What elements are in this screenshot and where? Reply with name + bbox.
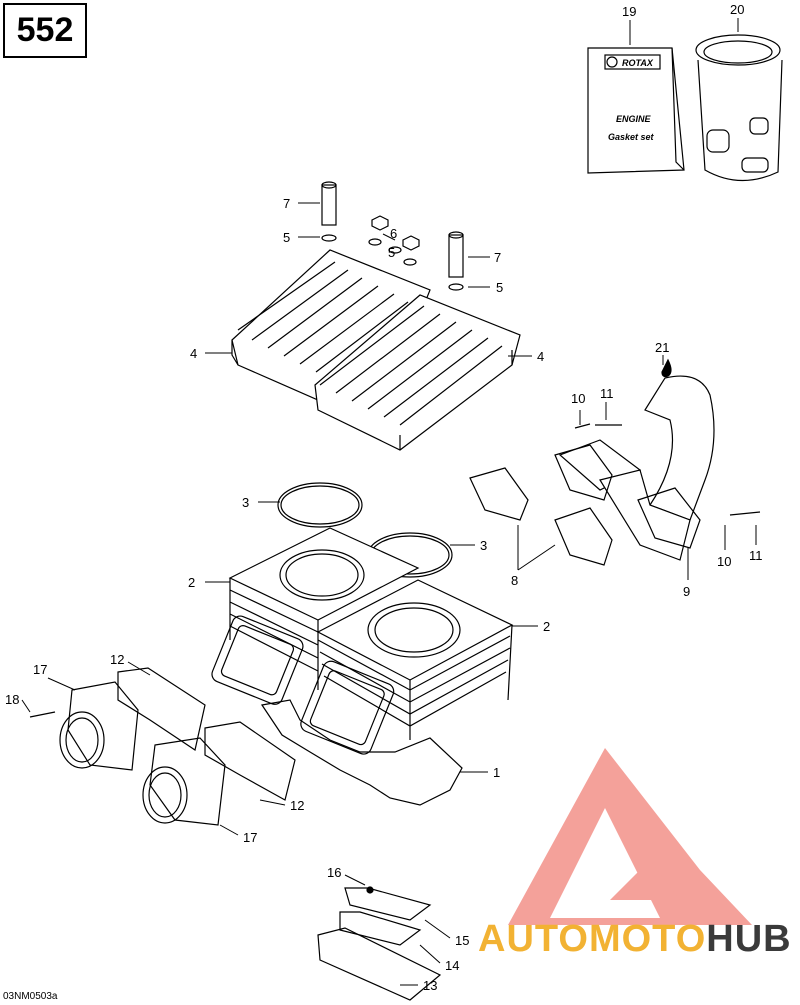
callout-10: 10 bbox=[571, 391, 585, 406]
callout-18: 18 bbox=[5, 692, 19, 707]
reed-valve-upper bbox=[117, 667, 206, 751]
cylinder-base-gasket bbox=[260, 699, 463, 806]
callout-12: 12 bbox=[110, 652, 124, 667]
bolt bbox=[574, 423, 622, 429]
callout-12: 12 bbox=[290, 798, 304, 813]
callout-9: 9 bbox=[683, 584, 690, 599]
o-ring-left bbox=[277, 482, 363, 528]
watermark-part1: AUTOMOTO bbox=[478, 918, 707, 960]
callout-2: 2 bbox=[188, 575, 195, 590]
gasket-box-line1: ENGINE bbox=[616, 114, 652, 124]
engine-gasket-set bbox=[587, 47, 685, 174]
cylinder-right bbox=[211, 579, 514, 755]
callout-2: 2 bbox=[543, 619, 550, 634]
exhaust-gasket bbox=[469, 467, 529, 521]
callout-11: 11 bbox=[749, 548, 763, 563]
cylinder-sleeve bbox=[695, 34, 783, 182]
washer bbox=[321, 234, 337, 242]
callout-5: 5 bbox=[388, 245, 395, 260]
callout-16: 16 bbox=[327, 865, 341, 880]
reed-petal bbox=[344, 887, 432, 921]
callout-3: 3 bbox=[242, 495, 249, 510]
callout-4: 4 bbox=[190, 346, 197, 361]
reed-valve-lower bbox=[204, 721, 296, 801]
watermark-text: AUTOMOTOHUB bbox=[478, 918, 792, 961]
exhaust-gasket bbox=[554, 507, 613, 566]
callout-10: 10 bbox=[717, 554, 731, 569]
page-number: 552 bbox=[3, 3, 87, 58]
reed-block bbox=[317, 927, 442, 1001]
bolt bbox=[729, 511, 761, 516]
callout-13: 13 bbox=[423, 978, 437, 993]
nuts-washers bbox=[368, 215, 420, 266]
screw bbox=[366, 886, 374, 894]
callout-14: 14 bbox=[445, 958, 459, 973]
washer bbox=[448, 283, 464, 291]
callout-7: 7 bbox=[494, 250, 501, 265]
watermark-logo bbox=[508, 748, 752, 925]
leader-lines bbox=[21, 18, 757, 986]
callout-20: 20 bbox=[730, 2, 744, 17]
callout-6: 6 bbox=[390, 226, 397, 241]
callout-17: 17 bbox=[33, 662, 47, 677]
callout-11: 11 bbox=[600, 386, 614, 401]
stud-left bbox=[321, 181, 337, 226]
gasket-box-brand: ROTAX bbox=[622, 58, 654, 68]
callout-3: 3 bbox=[480, 538, 487, 553]
callout-4: 4 bbox=[537, 349, 544, 364]
gasket-box-line2: Gasket set bbox=[608, 132, 655, 142]
screw bbox=[29, 711, 56, 718]
callout-5: 5 bbox=[496, 280, 503, 295]
callout-15: 15 bbox=[455, 933, 469, 948]
intake-manifold-upper bbox=[59, 681, 139, 771]
cylinder-left bbox=[228, 527, 420, 690]
loctite-drop bbox=[661, 358, 672, 378]
reed-stopper bbox=[339, 911, 422, 946]
callout-21: 21 bbox=[655, 340, 669, 355]
reference-code: 03NM0503a bbox=[3, 991, 58, 1002]
callout-1: 1 bbox=[493, 765, 500, 780]
callout-17: 17 bbox=[243, 830, 257, 845]
callout-8: 8 bbox=[511, 573, 518, 588]
callout-5: 5 bbox=[283, 230, 290, 245]
cylinder-head-right bbox=[314, 294, 521, 451]
callout-7: 7 bbox=[283, 196, 290, 211]
watermark-part2: HUB bbox=[706, 918, 792, 960]
callout-19: 19 bbox=[622, 4, 636, 19]
intake-manifold-lower bbox=[142, 737, 226, 826]
stud-right bbox=[448, 231, 464, 278]
